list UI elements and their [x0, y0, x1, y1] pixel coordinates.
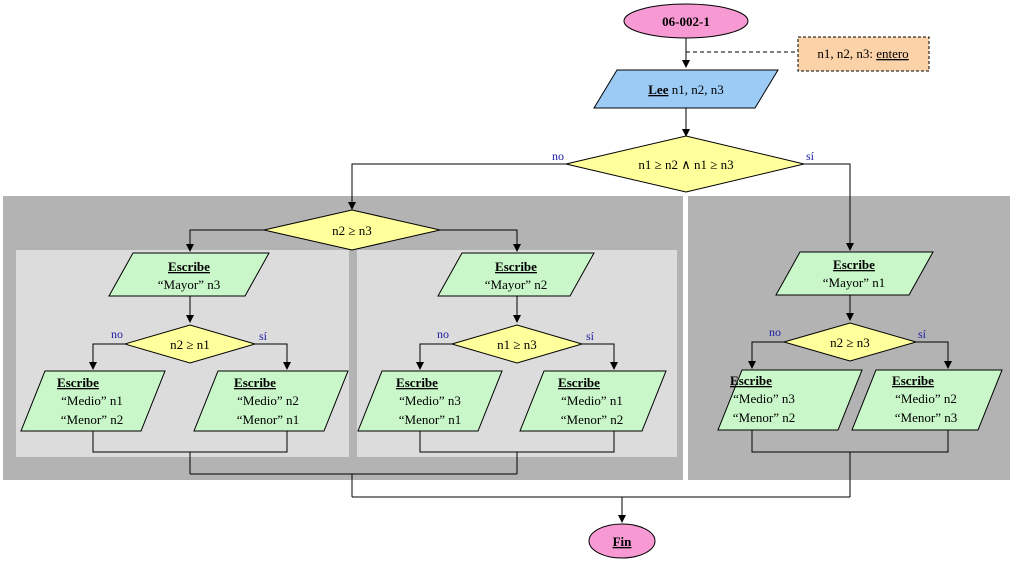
svg-text:no: no [769, 325, 781, 339]
output-medio-n3-menor-n2: Escribe “Medio” n3 “Menor” n2 [717, 369, 863, 431]
svg-text:Escribe: Escribe [495, 259, 537, 274]
svg-text:“Mayor” n3: “Mayor” n3 [158, 277, 220, 292]
svg-text:“Menor” n3: “Menor” n3 [895, 410, 957, 425]
read-text: Lee n1, n2, n3 [648, 82, 723, 97]
output-mayor-n1: Escribe “Mayor” n1 [775, 251, 934, 296]
svg-text:sí: sí [918, 327, 927, 341]
svg-text:no: no [437, 327, 449, 341]
main-decision-text: n1 ≥ n2 ∧ n1 ≥ n3 [638, 157, 733, 172]
svg-text:“Menor” n1: “Menor” n1 [399, 412, 461, 427]
main-decision: n1 ≥ n2 ∧ n1 ≥ n3 no sí [552, 135, 815, 193]
decision-n2-ge-n3: n2 ≥ n3 no sí [769, 322, 927, 362]
svg-text:Escribe: Escribe [396, 375, 438, 390]
svg-text:n2 ≥ n1: n2 ≥ n1 [170, 337, 210, 352]
declaration-text: n1, n2, n3: entero [817, 46, 908, 61]
left-decision: n2 ≥ n3 [263, 209, 441, 251]
svg-text:“Menor” n2: “Menor” n2 [561, 412, 623, 427]
connectors [89, 37, 952, 523]
svg-text:“Menor” n1: “Menor” n1 [237, 412, 299, 427]
main-decision-yes-label: sí [806, 149, 815, 163]
output-medio-n2-menor-n3: Escribe “Medio” n2 “Menor” n3 [851, 369, 1003, 431]
svg-text:Escribe: Escribe [234, 375, 276, 390]
start-label: 06-002-1 [662, 14, 710, 29]
end-label: Fin [613, 534, 633, 549]
svg-text:Escribe: Escribe [892, 373, 934, 388]
svg-text:“Medio” n1: “Medio” n1 [61, 393, 123, 408]
left-decision-text: n2 ≥ n3 [332, 223, 372, 238]
svg-text:“Medio” n1: “Medio” n1 [561, 393, 623, 408]
svg-text:sí: sí [586, 329, 595, 343]
read-input: Lee n1, n2, n3 [593, 69, 779, 109]
output-mayor-n2: Escribe “Mayor” n2 [437, 252, 595, 297]
svg-text:no: no [111, 327, 123, 341]
svg-text:Escribe: Escribe [730, 373, 772, 388]
svg-text:n2 ≥ n3: n2 ≥ n3 [830, 335, 870, 350]
svg-text:sí: sí [259, 329, 268, 343]
decision-n2-ge-n1: n2 ≥ n1 no sí [111, 324, 268, 364]
svg-text:“Medio” n3: “Medio” n3 [399, 393, 461, 408]
svg-text:Escribe: Escribe [168, 259, 210, 274]
start-terminal: 06-002-1 [623, 3, 749, 39]
output-medio-n3-menor-n1: Escribe “Medio” n3 “Menor” n1 [357, 370, 503, 432]
svg-text:“Menor” n2: “Menor” n2 [61, 412, 123, 427]
output-medio-n2-menor-n1: Escribe “Medio” n2 “Menor” n1 [193, 370, 349, 432]
output-medio-n1-menor-n2: Escribe “Medio” n1 “Menor” n2 [20, 370, 166, 432]
decision-n1-ge-n3: n1 ≥ n3 no sí [437, 324, 595, 364]
svg-text:“Medio” n2: “Medio” n2 [237, 393, 299, 408]
svg-text:Escribe: Escribe [833, 257, 875, 272]
svg-text:n1 ≥ n3: n1 ≥ n3 [497, 337, 537, 352]
output-mayor-n3: Escribe “Mayor” n3 [108, 252, 270, 297]
end-terminal: Fin [588, 523, 656, 559]
svg-text:“Mayor” n1: “Mayor” n1 [823, 275, 885, 290]
svg-text:Escribe: Escribe [57, 375, 99, 390]
main-decision-no-label: no [552, 149, 564, 163]
output-medio-n1-menor-n2-b: Escribe “Medio” n1 “Menor” n2 [519, 370, 667, 432]
svg-text:“Menor” n2: “Menor” n2 [733, 410, 795, 425]
declaration-note: n1, n2, n3: entero [797, 36, 930, 72]
svg-text:“Mayor” n2: “Mayor” n2 [485, 277, 547, 292]
svg-text:“Medio” n2: “Medio” n2 [895, 391, 957, 406]
svg-text:“Medio” n3: “Medio” n3 [733, 391, 795, 406]
svg-text:Escribe: Escribe [558, 375, 600, 390]
